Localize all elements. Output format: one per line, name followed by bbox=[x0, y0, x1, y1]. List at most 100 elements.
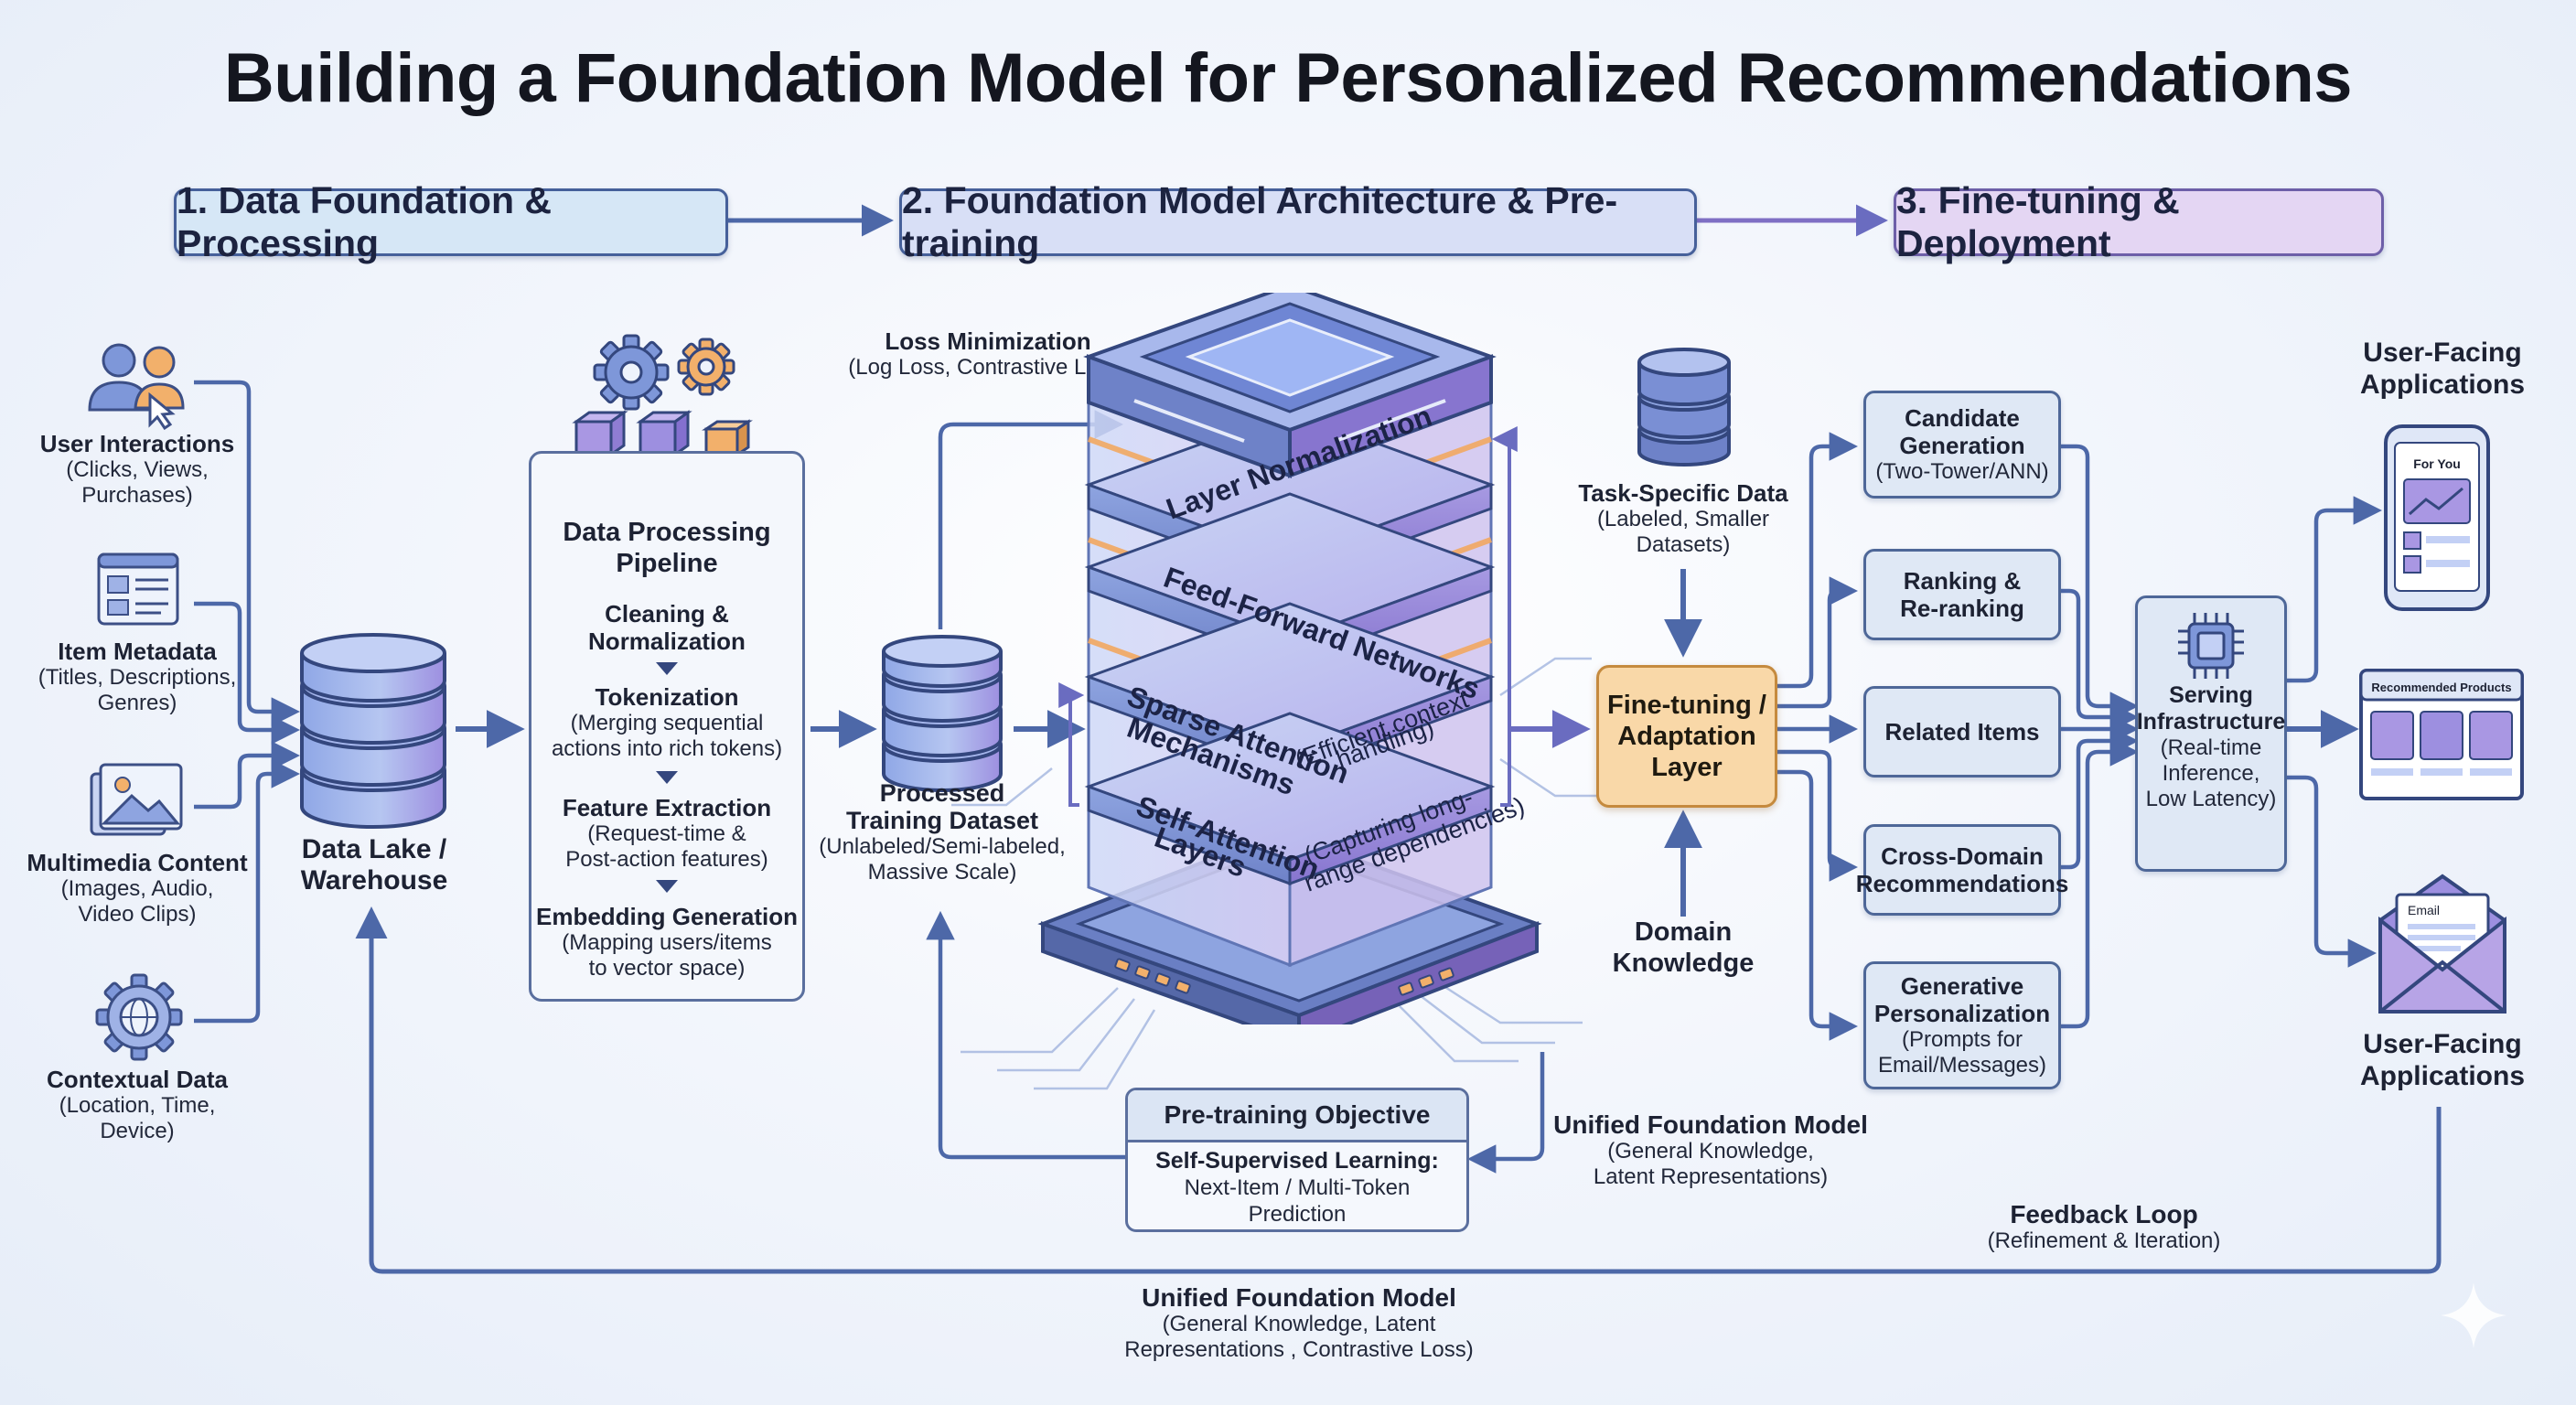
serving-line1: Serving bbox=[2169, 682, 2253, 708]
serving-line2: Infrastructure bbox=[2136, 709, 2286, 735]
finetune-line2: Adaptation bbox=[1617, 722, 1756, 751]
serving-detail1: (Real-time bbox=[2160, 735, 2262, 760]
pipeline-step-tokenization: Tokenization (Merging sequential actions… bbox=[531, 683, 802, 762]
wire-contextual-lake bbox=[194, 759, 301, 1024]
source-title: Contextual Data bbox=[47, 1066, 228, 1093]
recommended-products-icon: Recommended Products bbox=[2359, 669, 2524, 800]
step-title: Normalization bbox=[588, 627, 746, 655]
server-top-block bbox=[1083, 293, 1497, 478]
task-data-detail1: (Labeled, Smaller bbox=[1596, 507, 1770, 531]
domain-knowledge-label: Domain Knowledge bbox=[1573, 917, 1793, 979]
step-title: Embedding Generation bbox=[535, 903, 799, 930]
source-detail: (Titles, Descriptions, bbox=[38, 665, 237, 690]
source-multimedia: Multimedia Content (Images, Audio, Video… bbox=[9, 849, 265, 928]
finetune-adaptation-layer: Fine-tuning / Adaptation Layer bbox=[1596, 665, 1777, 808]
unified-bottom-title: Unified Foundation Model bbox=[1142, 1283, 1456, 1312]
database-icon bbox=[300, 633, 446, 829]
source-detail: (Location, Time, bbox=[59, 1093, 216, 1118]
processed-dataset-label: Processed Training Dataset (Unlabeled/Se… bbox=[805, 779, 1079, 885]
step-detail: to vector space) bbox=[588, 956, 746, 981]
task-line1: Candidate bbox=[1905, 404, 2020, 432]
step-detail: (Mapping users/items bbox=[562, 930, 772, 955]
wire-multimedia-lake bbox=[194, 741, 301, 810]
layer-slab-self-attn bbox=[1084, 712, 1496, 886]
email-envelope-icon: Email bbox=[2378, 874, 2506, 1014]
step-detail: actions into rich tokens) bbox=[551, 736, 783, 761]
task-line1: Related Items bbox=[1884, 718, 2040, 745]
task-data-label: Task-Specific Data (Labeled, Smaller Dat… bbox=[1546, 479, 1820, 558]
wire-processed-loss bbox=[938, 410, 1124, 629]
source-title: User Interactions bbox=[39, 430, 235, 457]
task-line1: Ranking & bbox=[1903, 567, 2022, 595]
task-data-title: Task-Specific Data bbox=[1578, 479, 1788, 507]
source-detail: Device) bbox=[100, 1119, 175, 1143]
processed-line2: Training Dataset bbox=[845, 807, 1039, 834]
step-title: Tokenization bbox=[595, 683, 739, 711]
step-detail: Post-action features) bbox=[565, 847, 768, 872]
task-ranking: Ranking & Re-ranking bbox=[1863, 549, 2061, 640]
unified-model-mid-label: Unified Foundation Model (General Knowle… bbox=[1537, 1111, 1884, 1190]
user-facing-top-label: User-Facing Applications bbox=[2314, 337, 2571, 401]
email-text: Email bbox=[2408, 903, 2440, 917]
feedback-title: Feedback Loop bbox=[2010, 1200, 2198, 1228]
transformer-stack: Layer Normalization Feed-Forward Network… bbox=[1037, 293, 1542, 1024]
wire-stack-pretraining bbox=[1466, 1052, 1545, 1174]
wire-metadata-lake bbox=[194, 601, 301, 745]
processed-detail1: (Unlabeled/Semi-labeled, bbox=[819, 834, 1066, 859]
phase-3-banner: 3. Fine-tuning & Deployment bbox=[1894, 179, 2384, 264]
task-database-icon bbox=[1637, 348, 1731, 467]
phase-1-banner: 1. Data Foundation & Processing bbox=[174, 179, 728, 264]
pretraining-head: Pre-training Objective bbox=[1128, 1090, 1466, 1142]
unified-mid-detail2: Latent Representations) bbox=[1593, 1164, 1829, 1189]
wire-interactions-lake bbox=[194, 380, 301, 726]
task-line2: Recommendations bbox=[1855, 870, 2069, 897]
image-icon bbox=[90, 763, 183, 836]
source-title: Item Metadata bbox=[58, 638, 217, 665]
user-facing-bottom-label: User-Facing Applications bbox=[2314, 1028, 2571, 1092]
serving-infrastructure-box: Serving Infrastructure (Real-time Infere… bbox=[2135, 595, 2287, 872]
feedback-loop-wire bbox=[355, 906, 2442, 1274]
task-cross-domain: Cross-Domain Recommendations bbox=[1856, 824, 2068, 916]
down-triangle-icon bbox=[656, 771, 678, 784]
pipeline-title: Data Processing Pipeline bbox=[531, 517, 802, 579]
task-line1: Generative bbox=[1900, 972, 2024, 1000]
port-lights bbox=[1114, 958, 1454, 996]
pipeline-title-line2: Pipeline bbox=[616, 549, 718, 578]
task-line3: (Prompts for bbox=[1901, 1027, 2023, 1052]
source-item-metadata: Item Metadata (Titles, Descriptions, Gen… bbox=[9, 638, 265, 716]
domain-line1: Domain bbox=[1634, 917, 1733, 947]
feedback-detail: (Refinement & Iteration) bbox=[1987, 1228, 2221, 1253]
apps-bottom-line1: User-Facing bbox=[2363, 1029, 2522, 1059]
finetune-line1: Fine-tuning / bbox=[1607, 691, 1766, 720]
pipeline-title-line1: Data Processing bbox=[563, 518, 771, 547]
processed-detail2: Massive Scale) bbox=[867, 860, 1017, 885]
source-contextual: Contextual Data (Location, Time, Device) bbox=[9, 1066, 265, 1144]
stack-side-arrows bbox=[1058, 426, 1518, 807]
loss-title: Loss Minimization bbox=[885, 327, 1091, 355]
source-detail: (Images, Audio, bbox=[60, 876, 214, 901]
apps-top-line1: User-Facing bbox=[2363, 338, 2522, 368]
step-title: Cleaning & bbox=[605, 600, 729, 627]
wire-pretraining-processed bbox=[926, 910, 1125, 1160]
wire-ranking-serving bbox=[2058, 588, 2140, 732]
source-detail: Purchases) bbox=[81, 483, 193, 508]
finetune-line3: Layer bbox=[1651, 753, 1723, 782]
task-line2: Re-ranking bbox=[1900, 595, 2024, 622]
wire-candidate-serving bbox=[2058, 444, 2140, 721]
pretraining-objective-box: Pre-training Objective Self-Supervised L… bbox=[1125, 1088, 1469, 1232]
source-detail: Video Clips) bbox=[78, 902, 197, 927]
processed-database-icon bbox=[882, 635, 1003, 792]
users-icon bbox=[88, 343, 185, 430]
wire-crossdomain-serving bbox=[2058, 726, 2140, 870]
processed-line1: Processed bbox=[879, 779, 1005, 807]
feedback-loop-label: Feedback Loop (Refinement & Iteration) bbox=[1939, 1201, 2269, 1254]
source-title: Multimedia Content bbox=[27, 849, 248, 876]
source-detail: (Clicks, Views, bbox=[66, 457, 209, 482]
loss-minimization-label: Loss Minimization (Log Loss, Contrastive… bbox=[823, 327, 1153, 381]
page-title: Building a Foundation Model for Personal… bbox=[223, 39, 2353, 117]
phone-app-icon: For You bbox=[2384, 424, 2490, 611]
sparkle-icon bbox=[2441, 1282, 2506, 1348]
wire-ft-generative bbox=[1772, 769, 1859, 1041]
data-processing-pipeline-panel: Data Processing Pipeline Cleaning & Norm… bbox=[529, 451, 805, 1002]
data-lake-line1: Data Lake / bbox=[301, 834, 447, 864]
